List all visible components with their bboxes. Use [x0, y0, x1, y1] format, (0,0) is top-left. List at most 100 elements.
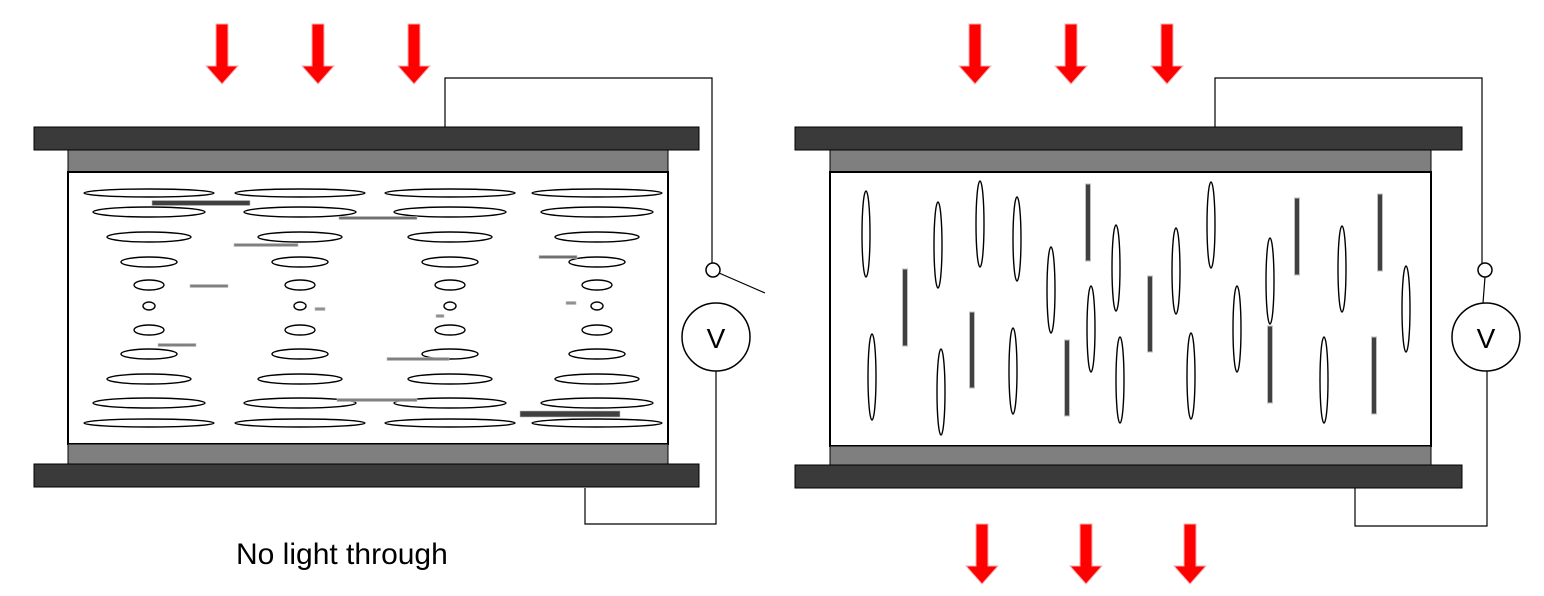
left-circuit-wire — [444, 77, 766, 525]
lc-molecule — [407, 231, 493, 243]
light-arrow — [957, 23, 993, 85]
lc-rod — [902, 268, 908, 347]
lc-molecule — [106, 231, 192, 243]
right-cell: V — [794, 23, 1521, 585]
lc-molecule — [106, 373, 192, 385]
lc-molecule — [434, 279, 466, 291]
light-arrow — [964, 523, 1000, 585]
lc-molecule — [554, 373, 640, 385]
lc-molecule — [568, 348, 626, 360]
lc-molecule — [568, 256, 626, 268]
lc-molecule — [271, 256, 329, 268]
lc-molecule — [120, 256, 178, 268]
light-arrow — [396, 23, 432, 85]
right-switch-terminal — [1477, 262, 1493, 278]
lc-molecule — [234, 418, 366, 428]
lc-molecule — [1115, 336, 1125, 424]
lc-molecule — [1186, 332, 1196, 420]
lc-molecule — [861, 190, 871, 278]
lc-rod — [1371, 336, 1377, 415]
lc-molecule — [443, 301, 457, 311]
no-light-caption: No light through — [236, 538, 448, 571]
light-arrow — [300, 23, 336, 85]
lc-rod — [435, 314, 445, 318]
lc-molecule — [257, 231, 343, 243]
lc-rod — [1085, 183, 1091, 262]
lc-molecule — [540, 206, 654, 218]
lc-molecule — [1337, 225, 1347, 313]
left-cell: V — [33, 23, 766, 525]
lc-rod — [233, 243, 299, 247]
right-circuit-wire — [1214, 77, 1488, 527]
light-arrow — [1053, 23, 1089, 85]
left-top-outer-plate — [33, 126, 700, 151]
lc-molecule — [554, 231, 640, 243]
right-aligned-molecules — [861, 180, 1411, 436]
lc-molecule — [1086, 285, 1096, 373]
lc-molecule — [434, 324, 466, 336]
lc-molecule — [936, 348, 946, 436]
right-outgoing-light-arrows — [964, 523, 1208, 585]
lc-rod — [1267, 325, 1273, 404]
lc-molecule — [407, 373, 493, 385]
lc-molecule — [393, 206, 507, 218]
lc-rod — [336, 398, 418, 402]
light-arrow — [1149, 23, 1185, 85]
lc-molecule — [975, 180, 985, 268]
lc-molecule — [933, 201, 943, 289]
lc-molecule — [257, 373, 343, 385]
lc-molecule — [384, 418, 516, 428]
lc-molecule — [133, 324, 165, 336]
lc-molecule — [421, 348, 479, 360]
left-twisted-molecules — [83, 188, 663, 428]
lc-rod — [1064, 339, 1070, 417]
lc-molecule — [590, 301, 604, 311]
lc-molecule — [1265, 237, 1275, 325]
lc-molecule — [120, 348, 178, 360]
lc-rod — [157, 343, 197, 347]
lc-molecule — [393, 397, 507, 409]
lc-rod — [969, 311, 975, 389]
lc-rod — [538, 255, 578, 259]
right-top-inner-plate — [829, 149, 1432, 173]
lc-molecule — [531, 418, 663, 428]
left-incoming-light-arrows — [204, 23, 432, 85]
lc-molecule — [867, 333, 877, 421]
lc-rod — [1147, 275, 1153, 353]
right-top-outer-plate — [794, 126, 1463, 151]
lc-molecule — [421, 256, 479, 268]
lc-molecule — [1008, 327, 1018, 415]
lc-molecule — [1401, 265, 1411, 353]
left-bottom-inner-plate — [67, 443, 669, 465]
lc-molecule — [234, 188, 366, 198]
right-incoming-light-arrows — [957, 23, 1185, 85]
lc-molecule — [1206, 181, 1216, 269]
lc-molecule — [540, 397, 654, 409]
right-bottom-inner-plate — [829, 445, 1432, 466]
lc-molecule — [1012, 196, 1022, 282]
lc-rod — [519, 410, 621, 418]
lc-molecule — [284, 324, 316, 336]
lc-molecule — [92, 206, 206, 218]
left-voltmeter-label: V — [707, 323, 726, 354]
left-top-inner-plate — [67, 149, 669, 173]
lc-molecule — [1046, 246, 1056, 334]
lc-rod — [151, 200, 251, 206]
lc-rod — [189, 284, 229, 288]
lc-molecule — [133, 279, 165, 291]
light-arrow — [1172, 523, 1208, 585]
left-bottom-outer-plate — [33, 463, 700, 488]
left-switch-terminal — [705, 262, 721, 278]
lc-molecule — [142, 301, 156, 311]
lc-molecule — [531, 188, 663, 198]
light-arrow — [1068, 523, 1104, 585]
left-voltmeter: V — [681, 302, 751, 372]
lc-rod — [565, 301, 577, 305]
lc-molecule — [581, 279, 613, 291]
lc-rod — [314, 307, 326, 311]
lc-molecule — [83, 418, 215, 428]
lc-molecule — [1171, 227, 1181, 315]
lc-rod — [386, 357, 450, 361]
right-voltmeter: V — [1451, 302, 1521, 372]
